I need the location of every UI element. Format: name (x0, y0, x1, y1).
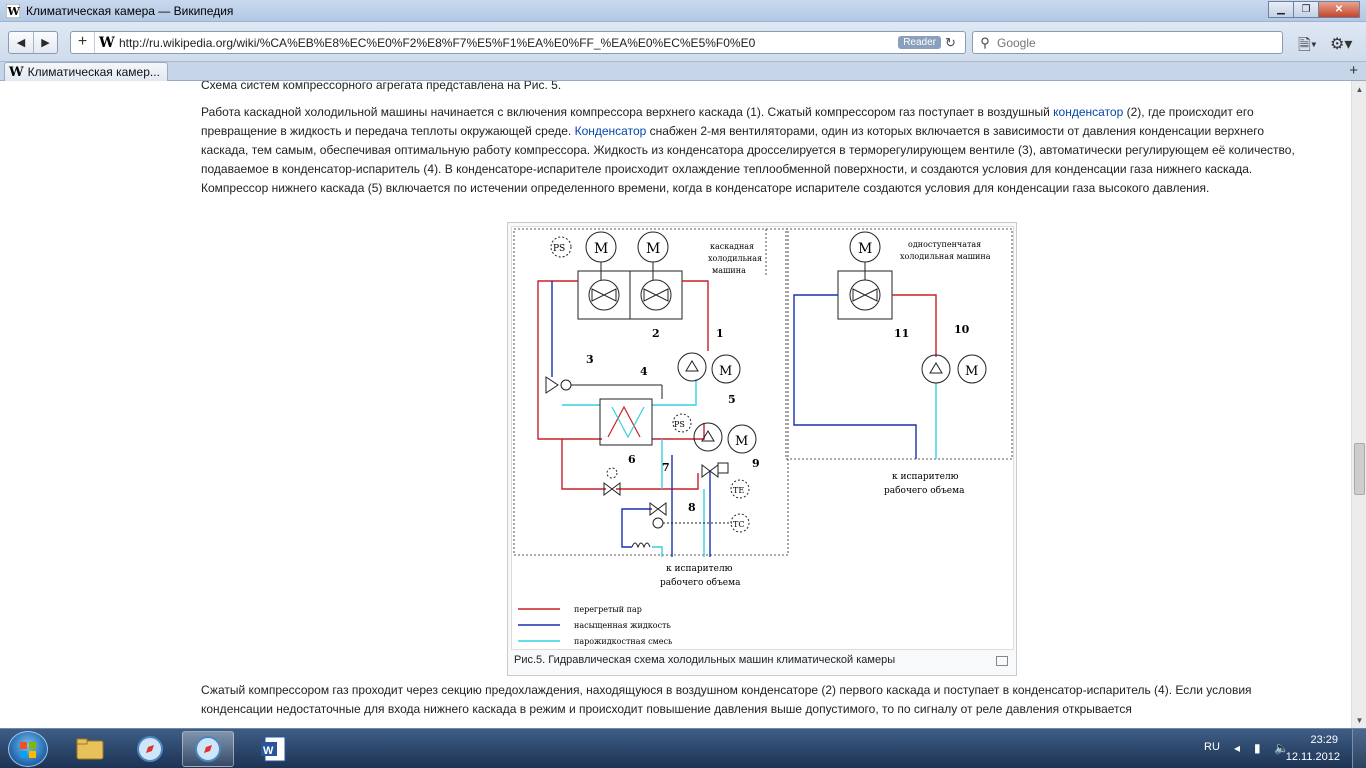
minimize-button[interactable]: ▁ (1268, 1, 1294, 18)
volume-icon[interactable]: 🔈 (1274, 741, 1289, 755)
label-7: 7 (662, 461, 670, 474)
wikipedia-w-icon: W (6, 4, 20, 18)
motor-label: M (594, 241, 608, 257)
search-box[interactable]: ⚲ (972, 31, 1283, 54)
cascade-label-line: машина (712, 266, 746, 275)
windows-logo-icon (20, 742, 36, 758)
scroll-thumb[interactable] (1354, 443, 1365, 495)
paragraph-precooling: Сжатый компрессором газ проходит через с… (201, 683, 1252, 716)
tab-bar: W Климатическая камер... + (0, 62, 1366, 81)
settings-gear-icon[interactable]: ⚙▾ (1330, 36, 1353, 53)
label-5: 5 (728, 393, 736, 406)
text-run: Работа каскадной холодильной машины начи… (201, 105, 1054, 119)
folder-icon (76, 738, 104, 760)
single-label-line: холодильная машина (900, 252, 991, 261)
back-button[interactable]: ◀ (16, 37, 26, 49)
legend-label: перегретый пар (574, 605, 642, 614)
page-content: Схема систем компрессорного агрегата пре… (0, 81, 1351, 728)
tray-arrow-icon[interactable]: ◂ (1234, 741, 1241, 755)
taskbar-explorer[interactable] (64, 731, 116, 767)
compass-icon (195, 736, 221, 762)
paragraph-cascade: Работа каскадной холодильной машины начи… (201, 103, 1311, 198)
motor-label: M (858, 241, 872, 257)
navigation-bar: ◀ ▶ + W http://ru.wikipedia.org/wiki/%CA… (0, 22, 1366, 62)
tab-active[interactable]: W Климатическая камер... (4, 62, 168, 81)
ps-label: PS (553, 244, 565, 254)
tab-label: Климатическая камер... (27, 65, 160, 79)
close-button[interactable]: ✕ (1318, 1, 1360, 18)
figure-thumbnail: M M PS (507, 222, 1017, 676)
window-controls: ▁ ❐ ✕ (1268, 1, 1360, 19)
to-evaporator-left: к испарителю (666, 564, 733, 574)
motor-label: M (719, 364, 732, 379)
cascade-label-line: холодильная (708, 254, 762, 263)
text-run: (2), где происходит его превращение в жи… (201, 105, 1254, 138)
enlarge-icon[interactable] (996, 656, 1008, 666)
to-evaporator-right: к испарителю (892, 472, 959, 482)
hydraulic-diagram: M M PS (513, 228, 1013, 646)
search-input[interactable] (997, 35, 1267, 50)
legend-label: парожидкостная смесь (574, 637, 673, 646)
site-favicon-icon: W (99, 34, 115, 51)
language-indicator[interactable]: RU (1204, 741, 1220, 753)
taskbar: W RU ◂ ▮ 🔈 23:29 12.11.2012 (0, 728, 1366, 768)
motor-label: M (735, 434, 748, 449)
back-forward-group: ◀ ▶ (8, 31, 58, 54)
link-condenser-2[interactable]: Конденсатор (574, 124, 647, 138)
search-icon: ⚲ (980, 34, 990, 50)
add-bookmark-icon[interactable]: + (71, 32, 95, 53)
taskbar-word[interactable]: W (248, 731, 300, 767)
new-tab-icon[interactable]: + (1349, 62, 1358, 79)
network-icon[interactable]: ▮ (1254, 741, 1261, 755)
tc-label: TC (733, 520, 744, 529)
label-4: 4 (640, 365, 648, 378)
text-run: снабжен 2-мя вентиляторами, один из кото… (201, 124, 1295, 195)
window-title: Климатическая камера — Википедия (26, 4, 234, 18)
maximize-button[interactable]: ❐ (1293, 1, 1319, 18)
compass-icon (137, 736, 163, 762)
window-titlebar: W Климатическая камера — Википедия ▁ ❐ ✕ (0, 0, 1366, 22)
figure-caption: Рис.5. Гидравлическая схема холодильных … (514, 654, 896, 666)
page-menu-icon[interactable]: 🗎▾ (1298, 37, 1317, 54)
label-8: 8 (688, 501, 696, 514)
tab-favicon-icon: W (9, 64, 24, 80)
to-evaporator-left: рабочего объема (660, 577, 741, 588)
reader-button[interactable]: Reader (898, 36, 941, 49)
cascade-label-line: каскадная (710, 242, 754, 251)
legend-label: насыщенная жидкость (574, 621, 671, 630)
label-3: 3 (586, 353, 594, 366)
te-label: TE (733, 486, 744, 495)
label-2: 2 (652, 327, 660, 340)
taskbar-safari[interactable] (124, 731, 176, 767)
paragraph-intro: Схема систем компрессорного агрегата пре… (201, 81, 562, 92)
motor-label: M (646, 241, 660, 257)
single-label-line: одноступенчатая (908, 240, 981, 249)
svg-text:W: W (7, 5, 21, 18)
scroll-up-icon[interactable]: ▲ (1355, 84, 1364, 94)
vertical-scrollbar[interactable]: ▲ ▼ (1351, 81, 1366, 728)
system-tray: RU ◂ ▮ 🔈 23:29 12.11.2012 (1186, 729, 1366, 768)
word-document-icon: W (261, 736, 286, 762)
label-9: 9 (752, 457, 760, 470)
label-1: 1 (716, 327, 724, 340)
motor-label: M (965, 364, 978, 379)
label-6: 6 (628, 453, 636, 466)
start-button[interactable] (8, 731, 48, 767)
label-10: 10 (954, 323, 970, 336)
forward-button[interactable]: ▶ (33, 32, 57, 53)
clock-date[interactable]: 12.11.2012 (1285, 751, 1340, 763)
label-11: 11 (894, 327, 909, 340)
link-condenser-1[interactable]: конденсатор (1053, 105, 1124, 119)
scroll-down-icon[interactable]: ▼ (1355, 715, 1364, 725)
reload-icon[interactable]: ↻ (945, 34, 956, 50)
figure-image[interactable]: M M PS (511, 226, 1014, 650)
url-text[interactable]: http://ru.wikipedia.org/wiki/%CA%EB%E8%E… (119, 35, 756, 50)
clock-time[interactable]: 23:29 (1310, 734, 1338, 746)
svg-text:W: W (263, 745, 274, 757)
show-desktop-button[interactable] (1352, 729, 1366, 768)
to-evaporator-right: рабочего объема (884, 485, 965, 496)
taskbar-safari-active[interactable] (182, 731, 234, 767)
address-bar[interactable]: + W http://ru.wikipedia.org/wiki/%CA%EB%… (70, 31, 966, 54)
ps-label: PS (674, 420, 685, 429)
